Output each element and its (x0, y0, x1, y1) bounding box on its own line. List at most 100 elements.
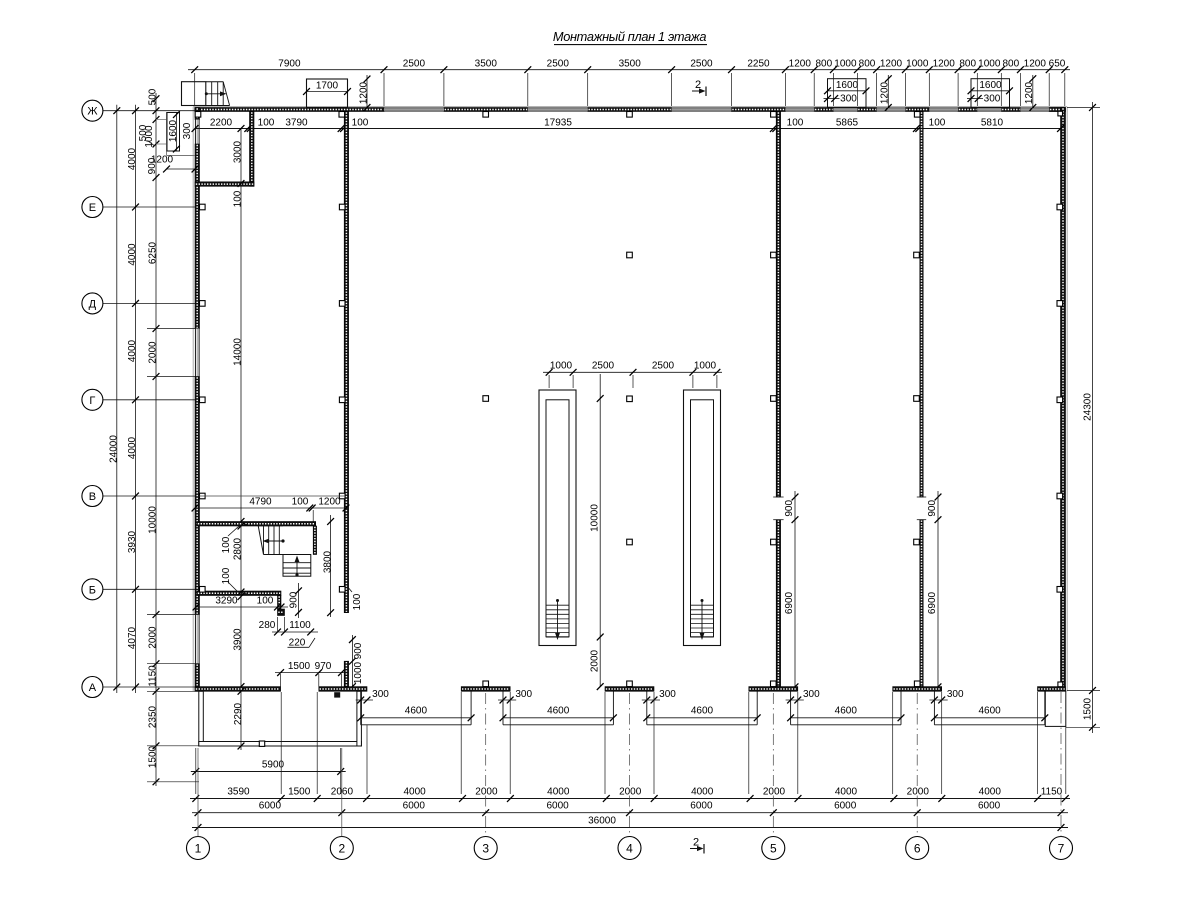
svg-text:6000: 6000 (978, 801, 1001, 812)
svg-text:2: 2 (695, 79, 701, 91)
svg-text:1150: 1150 (148, 665, 159, 687)
svg-text:2800: 2800 (233, 537, 244, 560)
svg-text:2000: 2000 (475, 787, 498, 798)
svg-text:300: 300 (840, 94, 857, 105)
svg-text:1200: 1200 (1024, 81, 1035, 104)
svg-text:1600: 1600 (168, 119, 179, 142)
svg-text:280: 280 (259, 620, 276, 631)
svg-text:3790: 3790 (285, 117, 308, 128)
svg-text:900: 900 (353, 642, 364, 659)
svg-text:4000: 4000 (127, 243, 138, 266)
svg-text:5900: 5900 (262, 760, 285, 771)
svg-text:6900: 6900 (927, 591, 938, 614)
svg-text:2500: 2500 (547, 59, 570, 70)
svg-text:650: 650 (1049, 59, 1066, 70)
svg-text:1500: 1500 (148, 745, 159, 768)
svg-text:Е: Е (89, 202, 96, 214)
svg-text:1200: 1200 (880, 81, 891, 104)
svg-text:3500: 3500 (475, 59, 498, 70)
svg-text:500: 500 (148, 88, 159, 105)
svg-text:300: 300 (947, 689, 964, 700)
svg-text:10000: 10000 (148, 506, 159, 534)
svg-text:1100: 1100 (289, 620, 311, 631)
svg-text:1200: 1200 (789, 59, 812, 70)
svg-text:800: 800 (1002, 59, 1019, 70)
svg-text:6250: 6250 (148, 241, 159, 264)
svg-text:В: В (89, 491, 96, 503)
svg-text:100: 100 (352, 117, 369, 128)
svg-text:800: 800 (815, 59, 832, 70)
svg-text:100: 100 (233, 190, 244, 207)
svg-text:1200: 1200 (933, 59, 956, 70)
svg-text:3: 3 (482, 841, 489, 855)
svg-text:300: 300 (372, 689, 389, 700)
svg-text:6000: 6000 (546, 801, 569, 812)
svg-text:4070: 4070 (127, 626, 138, 649)
svg-text:2500: 2500 (690, 59, 713, 70)
svg-text:6900: 6900 (784, 591, 795, 614)
svg-text:220: 220 (289, 638, 306, 649)
svg-text:2500: 2500 (652, 361, 675, 372)
svg-text:4000: 4000 (127, 339, 138, 362)
svg-text:2290: 2290 (233, 702, 244, 725)
svg-text:4000: 4000 (127, 436, 138, 459)
svg-text:300: 300 (984, 94, 1001, 105)
svg-text:300: 300 (182, 122, 193, 139)
svg-text:5: 5 (770, 841, 777, 855)
svg-text:Б: Б (89, 584, 96, 596)
svg-text:Монтажный план 1 этажа: Монтажный план 1 этажа (553, 29, 706, 44)
svg-text:6000: 6000 (403, 801, 426, 812)
svg-text:1000: 1000 (906, 59, 929, 70)
svg-text:4000: 4000 (691, 787, 714, 798)
svg-text:2250: 2250 (747, 59, 770, 70)
svg-text:2000: 2000 (763, 787, 786, 798)
svg-text:14000: 14000 (233, 338, 244, 366)
svg-text:300: 300 (515, 689, 532, 700)
svg-text:2500: 2500 (403, 59, 426, 70)
svg-text:3290: 3290 (215, 596, 238, 607)
svg-text:4790: 4790 (249, 497, 272, 508)
svg-text:5810: 5810 (981, 117, 1004, 128)
svg-text:2: 2 (338, 841, 345, 855)
svg-text:100: 100 (221, 567, 232, 584)
svg-text:4600: 4600 (978, 706, 1001, 717)
svg-text:1000: 1000 (694, 361, 717, 372)
svg-text:1000: 1000 (144, 125, 155, 148)
svg-text:900: 900 (289, 591, 300, 608)
svg-text:4000: 4000 (835, 787, 858, 798)
svg-text:2: 2 (693, 837, 699, 849)
svg-text:24300: 24300 (1083, 393, 1094, 421)
svg-text:800: 800 (859, 59, 876, 70)
svg-text:4600: 4600 (405, 706, 428, 717)
svg-text:3500: 3500 (619, 59, 642, 70)
svg-text:36000: 36000 (588, 816, 616, 827)
svg-text:1000: 1000 (550, 361, 573, 372)
svg-text:4000: 4000 (547, 787, 570, 798)
svg-text:6: 6 (914, 841, 921, 855)
svg-text:2500: 2500 (592, 361, 615, 372)
svg-text:5865: 5865 (836, 117, 859, 128)
svg-text:24000: 24000 (109, 435, 120, 463)
svg-text:4000: 4000 (127, 147, 138, 170)
svg-text:100: 100 (257, 596, 274, 607)
svg-text:100: 100 (292, 497, 309, 508)
svg-text:1200: 1200 (318, 497, 341, 508)
svg-text:900: 900 (147, 157, 158, 174)
svg-text:4600: 4600 (547, 706, 570, 717)
svg-text:1600: 1600 (979, 80, 1002, 91)
svg-text:3900: 3900 (233, 628, 244, 651)
svg-text:100: 100 (352, 593, 363, 610)
svg-text:1150: 1150 (1041, 787, 1063, 798)
svg-text:800: 800 (959, 59, 976, 70)
svg-text:1500: 1500 (1083, 697, 1094, 720)
svg-text:4: 4 (626, 841, 633, 855)
svg-text:2000: 2000 (907, 787, 930, 798)
svg-text:500: 500 (138, 124, 149, 141)
svg-text:1700: 1700 (316, 81, 339, 92)
svg-text:17935: 17935 (544, 117, 572, 128)
svg-text:10000: 10000 (590, 504, 601, 532)
svg-text:970: 970 (315, 661, 332, 672)
svg-text:100: 100 (929, 117, 946, 128)
svg-text:6000: 6000 (259, 801, 282, 812)
svg-text:1200: 1200 (1024, 59, 1047, 70)
